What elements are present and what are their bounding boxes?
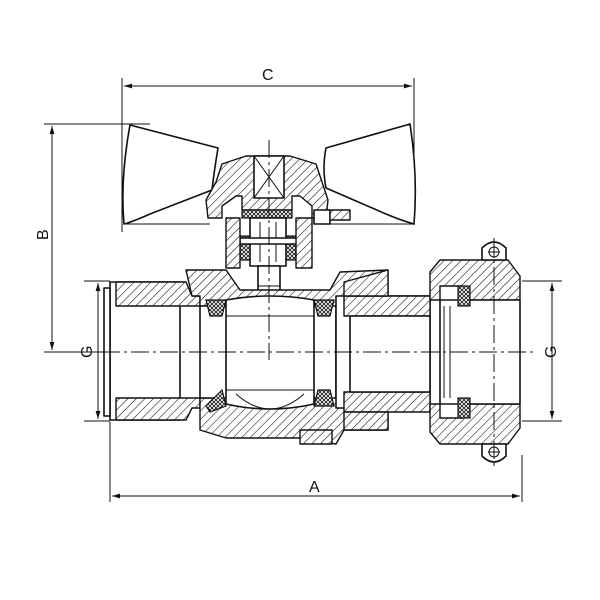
butterfly-handle <box>122 123 417 225</box>
dim-label-a: A <box>309 479 320 496</box>
stem-assembly <box>205 155 351 301</box>
dim-label-c: C <box>262 67 274 84</box>
dim-label-b: B <box>35 229 52 240</box>
dimension-g-right: G <box>522 280 562 422</box>
dim-label-g-right: G <box>543 346 560 358</box>
dimension-g-left: G <box>79 280 110 422</box>
dim-label-g-left: G <box>79 346 96 358</box>
dimension-b: B <box>35 123 150 353</box>
dimension-a: A <box>109 422 523 502</box>
union-tail <box>335 269 431 431</box>
centerlines <box>102 140 536 470</box>
